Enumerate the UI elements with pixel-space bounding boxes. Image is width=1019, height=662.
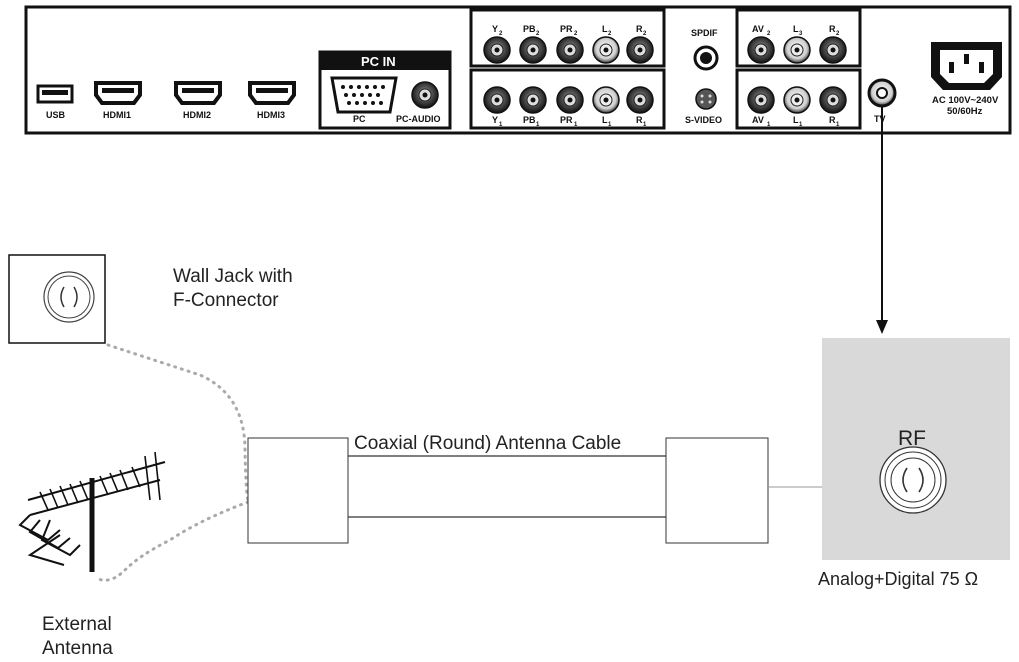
svg-text:1: 1 (767, 122, 771, 128)
vga-port (330, 76, 398, 114)
external-antenna-icon (18, 451, 166, 572)
svg-text:3: 3 (799, 31, 803, 37)
ac-power-inlet (931, 42, 1002, 90)
wall-jack (8, 254, 106, 344)
svg-text:2: 2 (767, 31, 771, 37)
svg-text:2: 2 (643, 31, 647, 37)
tv-antenna-jack (867, 78, 897, 108)
r2-label: R (636, 24, 643, 34)
usb-label: USB (46, 110, 66, 120)
l2-jack (592, 36, 620, 64)
external-antenna-label: External Antenna (42, 613, 113, 661)
rf-spec-label: Analog+Digital 75 Ω (818, 569, 979, 589)
r1-label: R (636, 115, 643, 125)
l3-label: L (793, 24, 799, 34)
svg-text:1: 1 (574, 122, 578, 128)
l2-label: L (602, 24, 608, 34)
pb1-jack (519, 86, 547, 114)
spdif-label: SPDIF (691, 28, 718, 38)
pr2-jack (556, 36, 584, 64)
r3-label: R (829, 24, 836, 34)
pr1-jack (556, 86, 584, 114)
pc-in-title: PC IN (361, 54, 396, 69)
pr2-label: PR (560, 24, 573, 34)
av2-jack (747, 36, 775, 64)
cable-label: Coaxial (Round) Antenna Cable (354, 433, 622, 454)
svideo-jack (695, 88, 717, 110)
wall-jack-label-line2: F-Connector (173, 290, 279, 311)
svg-text:1: 1 (799, 122, 803, 128)
spdif-jack (693, 45, 719, 71)
y2-label: Y (492, 24, 498, 34)
r4-jack (819, 86, 847, 114)
y2-jack (483, 36, 511, 64)
rf-label: RF (898, 427, 926, 450)
pb2-label: PB (523, 24, 536, 34)
pc-audio-label: PC-AUDIO (396, 114, 441, 124)
svg-text:2: 2 (574, 31, 578, 37)
l4-jack (783, 86, 811, 114)
l3-jack (783, 36, 811, 64)
svg-text:1: 1 (608, 122, 612, 128)
av1-group (735, 68, 862, 130)
r3-jack (819, 36, 847, 64)
r4-label: R (829, 115, 836, 125)
hdmi1-label: HDMI1 (103, 110, 131, 120)
connection-arrow (876, 106, 888, 334)
usb-port (36, 84, 74, 104)
y1-jack (483, 86, 511, 114)
av1-label: AV (752, 115, 764, 125)
svg-text:2: 2 (836, 31, 840, 37)
svg-text:1: 1 (836, 122, 840, 128)
coaxial-cable (247, 437, 822, 544)
r2-jack (626, 36, 654, 64)
wall-jack-label: Wall Jack with F-Connector (173, 265, 293, 313)
pr1-label: PR (560, 115, 573, 125)
component1-group (469, 68, 666, 130)
antenna-label-line1: External (42, 614, 112, 635)
svg-text:1: 1 (536, 122, 540, 128)
av2-label: AV (752, 24, 764, 34)
l4-label: L (793, 115, 799, 125)
ac-spec-line2: 50/60Hz (947, 106, 983, 117)
ac-spec-line1: AC 100V~240V (932, 95, 999, 106)
hdmi3-label: HDMI3 (257, 110, 285, 120)
r1-jack (626, 86, 654, 114)
pc-audio-jack (411, 81, 439, 109)
svideo-label: S-VIDEO (685, 115, 722, 125)
y1-label: Y (492, 115, 498, 125)
tv-label: TV (874, 114, 886, 124)
antenna-dotted-line (94, 500, 250, 582)
l1-jack (592, 86, 620, 114)
l1-label: L (602, 115, 608, 125)
svg-text:1: 1 (499, 122, 503, 128)
hdmi2-label: HDMI2 (183, 110, 211, 120)
av2-group (735, 8, 862, 68)
wall-jack-dotted-line (106, 343, 250, 502)
svg-text:2: 2 (499, 31, 503, 37)
wall-jack-label-line1: Wall Jack with (173, 266, 293, 287)
pc-label: PC (353, 114, 366, 124)
pb2-jack (519, 36, 547, 64)
antenna-label-line2: Antenna (42, 638, 113, 659)
rf-connector-box (822, 338, 1010, 560)
pb1-label: PB (523, 115, 536, 125)
component2-group (469, 8, 666, 68)
svg-text:1: 1 (643, 122, 647, 128)
av1-jack (747, 86, 775, 114)
svg-text:2: 2 (608, 31, 612, 37)
svg-text:2: 2 (536, 31, 540, 37)
